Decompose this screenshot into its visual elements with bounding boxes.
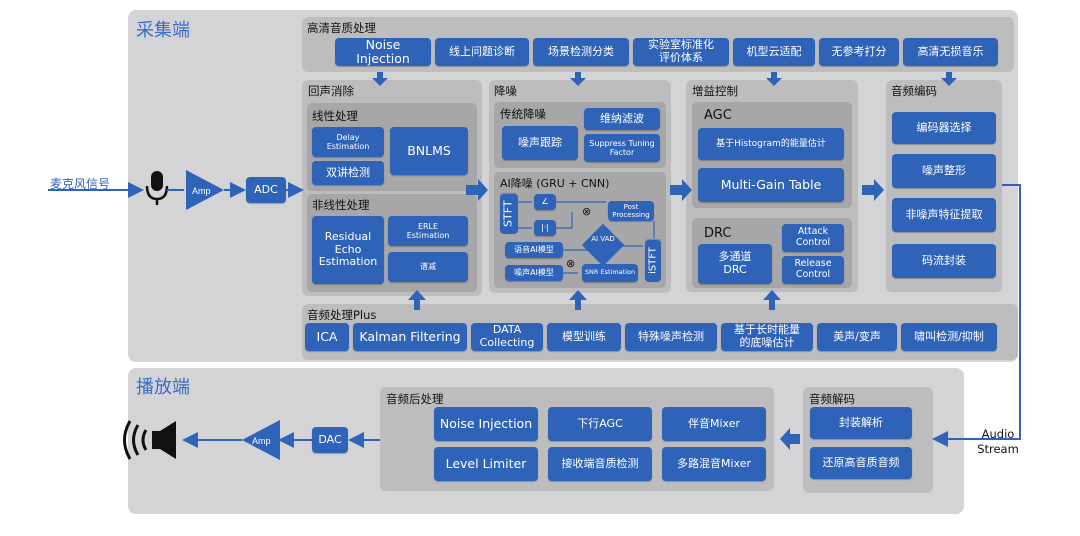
multiply-node-top: ⊗ — [582, 205, 592, 218]
plus-item-data-collecting[interactable]: DATA Collecting — [471, 323, 543, 351]
histogram-energy-block[interactable]: 基于Histogram的能量估计 — [698, 128, 844, 160]
plus-item-kalman[interactable]: Kalman Filtering — [353, 323, 467, 351]
capture-title: 采集端 — [136, 20, 190, 41]
linear-title: 线性处理 — [312, 109, 358, 123]
plus-item-ica[interactable]: ICA — [305, 323, 349, 351]
hq-item-scene-detection[interactable]: 场景检测分类 — [533, 38, 629, 66]
decode-restore[interactable]: 还原高音质音频 — [810, 447, 912, 479]
plus-item-special-noise[interactable]: 特殊噪声检测 — [625, 323, 717, 351]
attenuation-block[interactable]: 谱减 — [388, 252, 468, 282]
hq-item-cloud-adapt[interactable]: 机型云适配 — [733, 38, 815, 66]
post-receive-quality[interactable]: 接收端音质检测 — [548, 447, 652, 481]
hq-item-noise-injection[interactable]: Noise Injection — [335, 37, 431, 66]
bnlms-block[interactable]: BNLMS — [390, 127, 468, 175]
echo-cancel-title: 回声消除 — [308, 84, 354, 98]
multiply-node-bottom: ⊗ — [566, 257, 576, 270]
post-processing-title: 音频后处理 — [386, 392, 444, 406]
feature-extraction-block[interactable]: 非噪声特征提取 — [892, 198, 996, 232]
hq-item-online-diagnosis[interactable]: 线上问题诊断 — [435, 38, 529, 66]
audio-stream-label: Audio Stream — [968, 427, 1028, 457]
traditional-nr-title: 传统降噪 — [500, 107, 546, 121]
decode-title: 音频解码 — [809, 392, 855, 406]
suppress-tuning-block[interactable]: Suppress Tuning Factor — [584, 134, 660, 162]
multi-gain-table-block[interactable]: Multi-Gain Table — [698, 168, 844, 202]
post-downlink-agc[interactable]: 下行AGC — [548, 407, 652, 441]
snr-estimation-block[interactable]: SNR Estimation — [582, 264, 638, 282]
bitstream-pack-block[interactable]: 码流封装 — [892, 244, 996, 278]
delay-estimation-block[interactable]: Delay Estimation — [312, 127, 384, 157]
vad-label: AI VAD — [591, 235, 615, 243]
attack-control-block[interactable]: Attack Control — [782, 224, 844, 252]
ai-nr-title: AI降噪 (GRU + CNN) — [500, 177, 610, 190]
audio-stream-path — [932, 184, 1021, 447]
audio-stream-text: Audio Stream — [977, 427, 1019, 456]
double-talk-block[interactable]: 双讲检测 — [312, 161, 384, 185]
adc-block[interactable]: ADC — [246, 177, 286, 203]
hq-item-lossless-music[interactable]: 高清无损音乐 — [903, 38, 998, 66]
drc-title: DRC — [704, 226, 732, 241]
gain-control-title: 增益控制 — [692, 84, 738, 98]
audio-encoding-title: 音频编码 — [891, 84, 937, 98]
noise-reduction-title: 降噪 — [494, 84, 517, 98]
playback-title: 播放端 — [136, 377, 190, 398]
nonlinear-title: 非线性处理 — [312, 198, 370, 212]
multichannel-drc-block[interactable]: 多通道 DRC — [698, 244, 772, 284]
playback-amp-triangle — [242, 420, 280, 460]
speaker-icon — [123, 420, 176, 460]
block-arrows — [372, 72, 957, 450]
angle-block[interactable]: ∠ — [534, 194, 556, 210]
post-level-limiter[interactable]: Level Limiter — [434, 447, 538, 481]
microphone-icon — [145, 171, 169, 205]
noise-ai-model-block[interactable]: 噪声AI模型 — [505, 265, 563, 281]
release-control-block[interactable]: Release Control — [782, 256, 844, 284]
wiener-filter-block[interactable]: 维纳滤波 — [584, 108, 660, 130]
hq-item-no-ref-score[interactable]: 无参考打分 — [819, 38, 899, 66]
residual-echo-block[interactable]: Residual Echo Estimation — [312, 216, 384, 284]
hq-item-lab-evaluation[interactable]: 实验室标准化评价体系 — [633, 38, 729, 66]
plus-item-howling[interactable]: 啸叫检测/抑制 — [901, 323, 997, 351]
plus-item-voice-change[interactable]: 美声/变声 — [817, 323, 897, 351]
agc-title: AGC — [704, 108, 732, 123]
encoder-select-block[interactable]: 编码器选择 — [892, 112, 996, 144]
post-processing-block[interactable]: Post Processing — [608, 201, 654, 221]
capture-amp-label: Amp — [192, 186, 211, 196]
post-multi-mixer[interactable]: 多路混音Mixer — [662, 447, 766, 481]
abs-block[interactable]: |·| — [534, 220, 556, 236]
speech-ai-model-block[interactable]: 语音AI模型 — [505, 242, 563, 258]
plus-item-floor-noise[interactable]: 基于长时能量的底噪估计 — [721, 323, 813, 351]
noise-tracking-block[interactable]: 噪声跟踪 — [502, 126, 578, 160]
decode-unpack[interactable]: 封装解析 — [810, 407, 912, 439]
plus-title: 音频处理Plus — [307, 308, 377, 322]
dac-block[interactable]: DAC — [312, 427, 348, 453]
plus-item-model-training[interactable]: 模型训练 — [547, 323, 621, 351]
playback-amp-label: Amp — [252, 436, 271, 446]
post-accompany-mixer[interactable]: 伴音Mixer — [662, 407, 766, 441]
mic-signal-label: 麦克风信号 — [50, 177, 111, 191]
capture-amp-triangle — [186, 170, 224, 210]
erle-block[interactable]: ERLE Estimation — [388, 216, 468, 246]
hq-processing-title: 高清音质处理 — [307, 21, 376, 35]
noise-shaping-block[interactable]: 噪声整形 — [892, 154, 996, 188]
post-noise-injection[interactable]: Noise Injection — [434, 407, 538, 441]
